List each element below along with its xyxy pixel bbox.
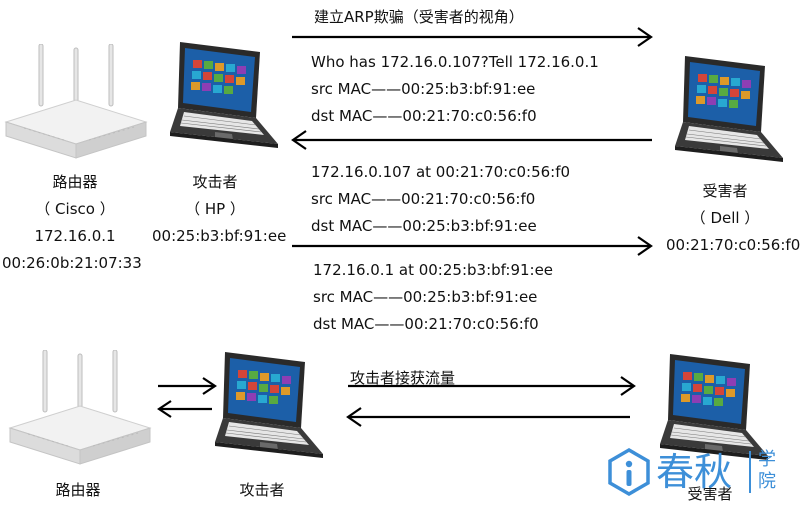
router-model: （ Cisco ） [35, 200, 115, 218]
bottom-router-name: 路由器 [55, 481, 101, 499]
arrow-right-1 [292, 27, 653, 47]
brand-logo-icon [608, 447, 650, 497]
laptop-icon [214, 351, 324, 459]
arrow-bottom-left-router [157, 400, 212, 418]
brand-sub: 学院 [758, 449, 776, 492]
bottom-attacker-name: 攻击者 [239, 481, 285, 499]
bottom-title: 攻击者接获流量 [350, 369, 456, 387]
packet2-src: src MAC——00:21:70:c0:56:f0 [311, 190, 536, 208]
router-icon [9, 349, 151, 465]
victim-name: 受害者 [702, 182, 748, 200]
watermark-logo: 春秋 学院 [606, 447, 796, 499]
router-name: 路由器 [52, 173, 98, 191]
router-ip: 172.16.0.1 [34, 227, 116, 245]
arrow-right-3 [292, 236, 653, 256]
arrow-bottom-right-router [158, 377, 217, 395]
bottom-victim-name: 受害者 [687, 485, 733, 503]
packet1-dst: dst MAC——00:21:70:c0:56:f0 [311, 107, 537, 125]
packet3-line1: 172.16.0.1 at 00:25:b3:bf:91:ee [313, 261, 554, 279]
brand-name: 春秋 [656, 450, 733, 494]
packet1-src: src MAC——00:25:b3:bf:91:ee [311, 80, 536, 98]
attacker-model: （ HP ） [185, 200, 245, 218]
victim-mac: 00:21:70:c0:56:f0 [666, 236, 800, 254]
arrow-bottom-left-victim [346, 407, 630, 427]
top-title: 建立ARP欺骗（受害者的视角） [314, 8, 524, 26]
arrow-bottom-right-victim [348, 376, 636, 396]
attacker-laptop-bottom [205, 350, 329, 466]
packet3-dst: dst MAC——00:21:70:c0:56:f0 [313, 315, 539, 333]
packet2-line1: 172.16.0.107 at 00:21:70:c0:56:f0 [311, 163, 571, 181]
attacker-name: 攻击者 [192, 173, 238, 191]
packet2-dst: dst MAC——00:25:b3:bf:91:ee [311, 217, 537, 235]
router-mac: 00:26:0b:21:07:33 [2, 254, 142, 272]
arrow-left-2 [291, 130, 652, 150]
packet1-line1: Who has 172.16.0.107?Tell 172.16.0.1 [311, 53, 599, 71]
router-device-bottom [8, 349, 154, 472]
victim-model: （ Dell ） [690, 209, 760, 227]
attacker-mac: 00:25:b3:bf:91:ee [152, 227, 287, 245]
brand-divider [749, 451, 751, 493]
packet3-src: src MAC——00:25:b3:bf:91:ee [313, 288, 538, 306]
